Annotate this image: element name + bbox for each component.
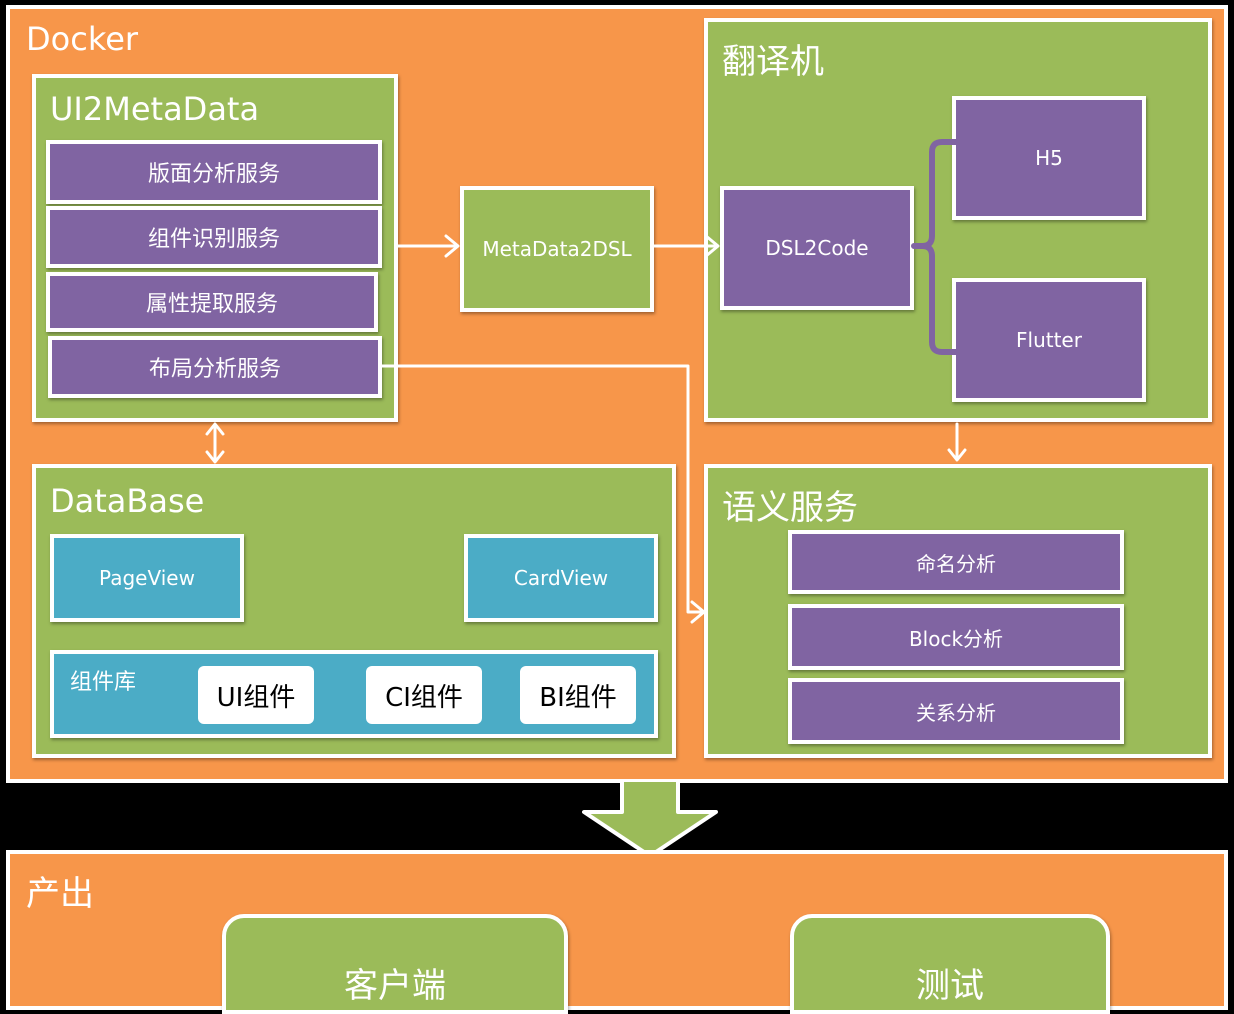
dsl2code-box[interactable]: DSL2Code	[720, 186, 914, 310]
component-label: BI组件	[539, 682, 617, 713]
target-h5[interactable]: H5	[952, 96, 1146, 220]
cardview-label: CardView	[513, 566, 609, 590]
pageview-label: PageView	[99, 566, 195, 590]
semantic-naming-analysis[interactable]: 命名分析	[788, 530, 1124, 594]
bi-component[interactable]: BI组件	[520, 666, 636, 724]
semantic-label: Block分析	[908, 626, 1004, 651]
service-layout-analysis[interactable]: 版面分析服务	[46, 140, 382, 204]
semantic-label: 关系分析	[916, 700, 996, 725]
target-flutter[interactable]: Flutter	[952, 278, 1146, 402]
service-attribute-extraction[interactable]: 属性提取服务	[46, 272, 378, 332]
service-layout-structure[interactable]: 布局分析服务	[48, 336, 382, 398]
metadata2dsl-box[interactable]: MetaData2DSL	[460, 186, 654, 312]
down-arrow-icon	[582, 780, 718, 858]
target-label: H5	[1035, 146, 1063, 170]
semantic-label: 命名分析	[916, 551, 996, 576]
dsl2code-label: DSL2Code	[765, 236, 869, 260]
component-library-title: 组件库	[70, 670, 137, 695]
docker-title: Docker	[26, 20, 139, 58]
service-label: 组件识别服务	[147, 227, 280, 252]
output-test-label: 测试	[916, 966, 984, 1006]
output-title: 产出	[26, 874, 94, 914]
database-title: DataBase	[50, 482, 205, 520]
cardview-box[interactable]: CardView	[464, 534, 658, 622]
semantic-title: 语义服务	[722, 488, 858, 528]
pageview-box[interactable]: PageView	[50, 534, 244, 622]
translator-title: 翻译机	[722, 42, 824, 82]
output-test[interactable]: 测试	[790, 914, 1110, 1014]
service-component-recognition[interactable]: 组件识别服务	[46, 206, 382, 268]
metadata2dsl-label: MetaData2DSL	[482, 237, 632, 261]
ui2metadata-title: UI2MetaData	[50, 90, 260, 128]
semantic-block-analysis[interactable]: Block分析	[788, 604, 1124, 670]
semantic-relation-analysis[interactable]: 关系分析	[788, 678, 1124, 744]
output-client-label: 客户端	[344, 966, 446, 1006]
target-label: Flutter	[1016, 328, 1082, 352]
service-label: 属性提取服务	[145, 292, 278, 317]
component-label: UI组件	[216, 682, 296, 713]
component-label: CI组件	[385, 682, 463, 713]
ui-component[interactable]: UI组件	[198, 666, 314, 724]
service-label: 版面分析服务	[147, 162, 280, 187]
service-label: 布局分析服务	[148, 357, 281, 382]
ci-component[interactable]: CI组件	[366, 666, 482, 724]
output-client[interactable]: 客户端	[222, 914, 568, 1014]
